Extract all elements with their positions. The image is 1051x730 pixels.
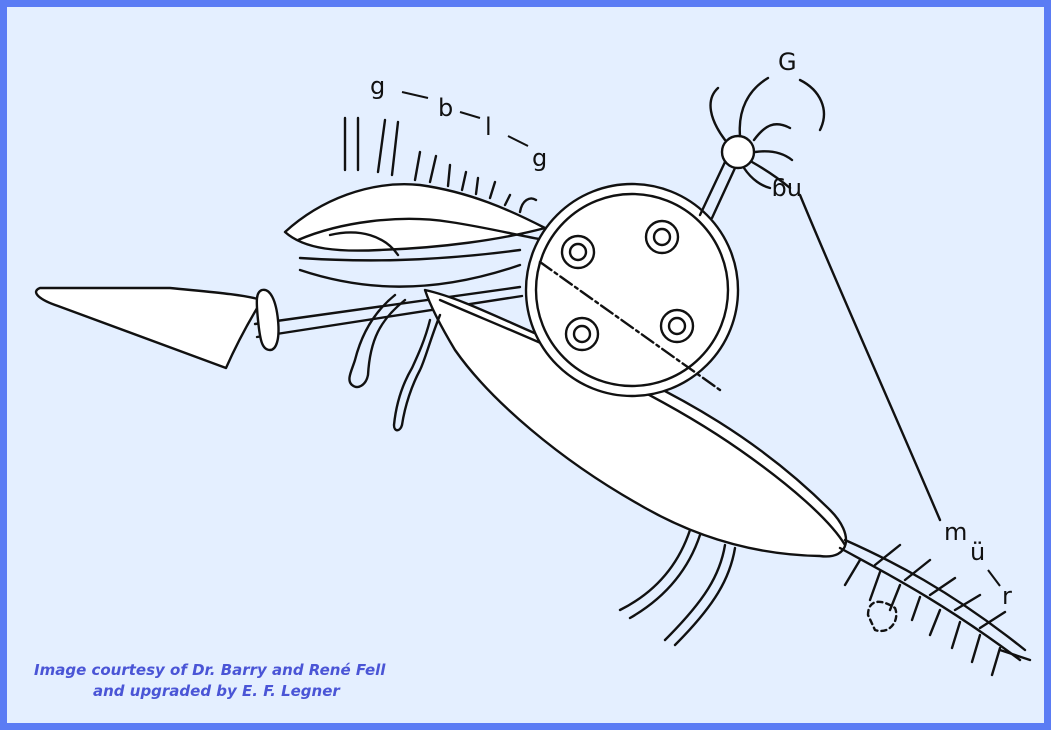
tail-spine <box>838 538 1027 662</box>
label-m: m <box>944 518 967 546</box>
label-g-2: g <box>532 144 547 172</box>
shield-outer <box>524 182 740 398</box>
tail-barbs <box>843 543 1032 677</box>
label-G: G <box>778 48 797 76</box>
label-r: r <box>1002 582 1012 610</box>
long-arc <box>798 78 942 522</box>
shield-inner <box>534 192 730 388</box>
label-l: l <box>485 113 492 141</box>
shield-dot-bl-outer <box>564 316 600 352</box>
label-b: b <box>438 94 453 122</box>
spear-ring <box>255 288 280 352</box>
shield-dot-br-outer <box>659 308 695 344</box>
shield-dot-tr-outer <box>644 219 680 255</box>
label-dash-2 <box>459 111 481 119</box>
shield-dot-br-inner <box>667 316 687 336</box>
spear-blade <box>34 286 264 370</box>
image-credit-line-2: and upgraded by E. F. Legner <box>93 682 340 700</box>
front-leg-1 <box>348 293 407 389</box>
sun-circle <box>720 134 756 170</box>
mouth-curve <box>328 231 400 257</box>
front-leg-2 <box>392 313 442 432</box>
rear-leg-2 <box>663 543 737 647</box>
shield-dot-tl-outer <box>560 234 596 270</box>
label-u-umlaut: ü <box>970 538 985 566</box>
lower-jaw <box>298 248 522 288</box>
head <box>283 183 547 252</box>
body-inner-line <box>438 298 847 547</box>
head-spines <box>343 116 538 214</box>
label-ng: ng <box>772 177 802 205</box>
label-dash-1 <box>401 91 429 99</box>
rear-leg-1 <box>618 528 702 620</box>
label-g-1: g <box>370 72 385 100</box>
sun-stalk <box>698 160 737 220</box>
upper-jaw <box>296 217 547 242</box>
tail-dashed-loop <box>866 600 898 633</box>
shield-dot-tr-inner <box>652 227 672 247</box>
shield-dot-tl-inner <box>568 242 588 262</box>
sun-rays <box>709 76 794 190</box>
shield-dashed-line <box>538 260 722 392</box>
image-credit-line-1: Image courtesy of Dr. Barry and René Fel… <box>34 661 386 679</box>
label-dash-4 <box>987 569 1001 587</box>
label-dash-3 <box>507 135 529 147</box>
shield-dot-bl-inner <box>572 324 592 344</box>
